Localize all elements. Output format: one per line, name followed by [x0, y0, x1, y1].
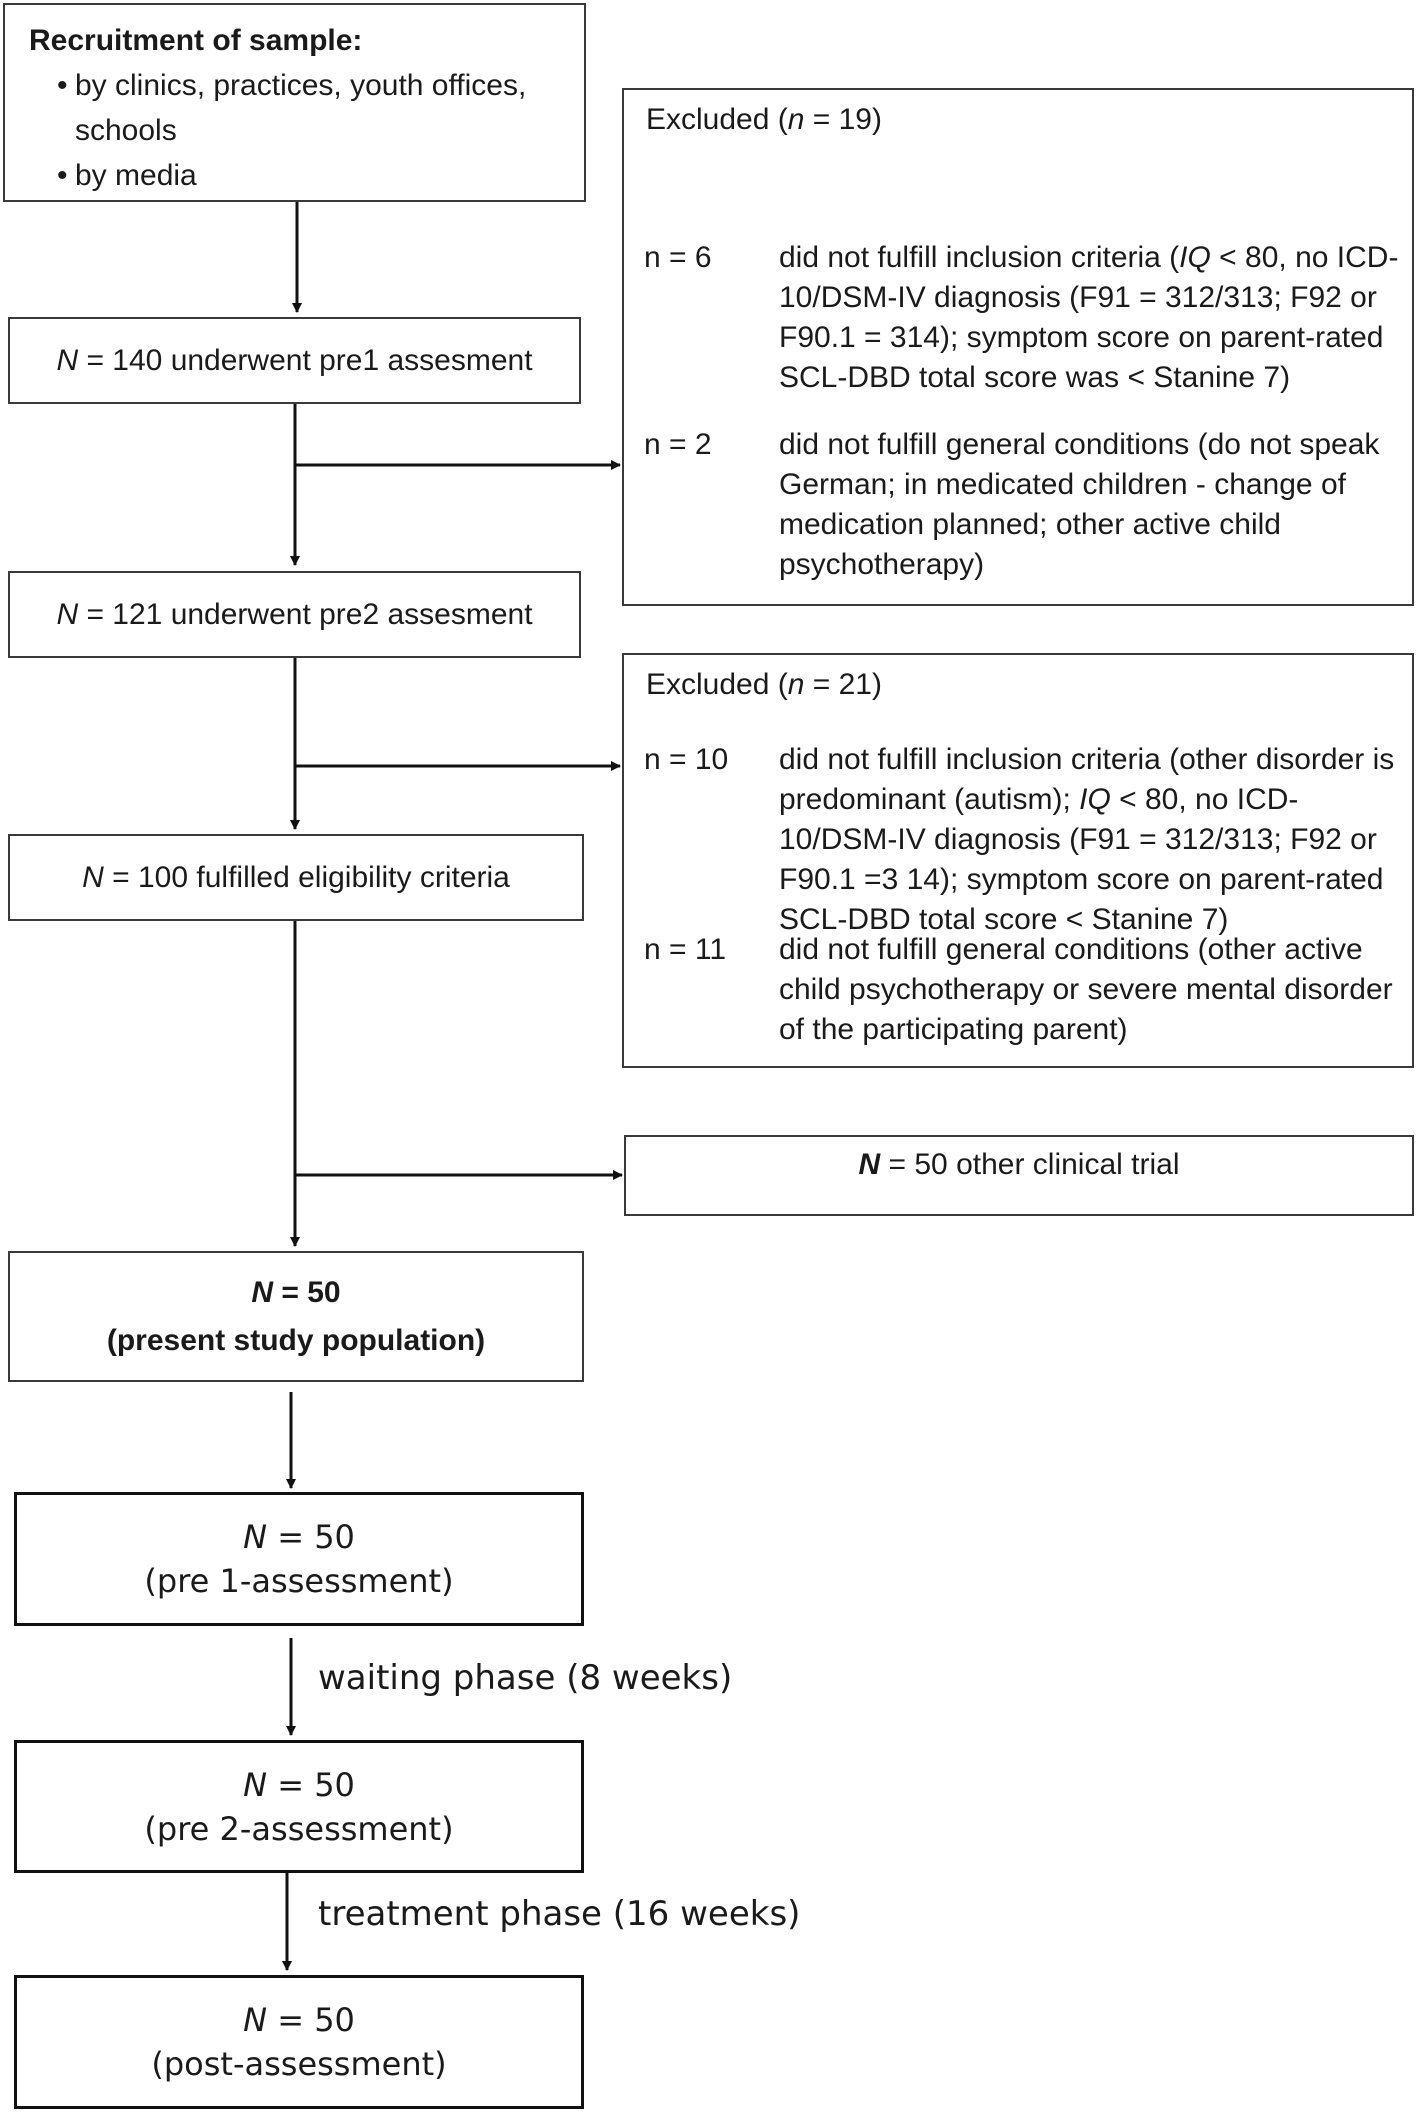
eligibility-box: N = 100 fulfilled eligibility criteria: [8, 834, 584, 921]
recruitment-bullet-2: • by media: [57, 159, 197, 192]
exclusion-box-2: Excluded (n = 21) n = 10 did not fulfill…: [622, 653, 1414, 1068]
pre2-assessment-box: N = 121 underwent pre2 assesment: [8, 571, 581, 658]
exclusion-2-header: Excluded (n = 21): [646, 668, 882, 701]
waiting-phase-label: waiting phase (8 weeks): [318, 1658, 733, 1698]
recruitment-bullet-1: • by clinics, practices, youth offices, …: [57, 69, 527, 147]
exclusion-box-1: Excluded (n = 19) n = 6 did not fulfill …: [622, 88, 1414, 606]
treatment-phase-label: treatment phase (16 weeks): [318, 1894, 801, 1934]
other-clinical-trial-box: N = 50 other clinical trial: [624, 1135, 1414, 1216]
pre1-assessment-box: N = 140 underwent pre1 assesment: [8, 317, 581, 404]
recruitment-title: Recruitment of sample:: [29, 24, 363, 57]
assessment-box-pre1: N = 50 (pre 1-assessment): [14, 1492, 584, 1626]
recruitment-box: Recruitment of sample: • by clinics, pra…: [3, 3, 586, 202]
assessment-box-post: N = 50 (post-assessment): [14, 1975, 584, 2109]
study-population-box: N = 50 (present study population): [8, 1251, 584, 1382]
exclusion-1-header: Excluded (n = 19): [646, 103, 882, 136]
assessment-box-pre2: N = 50 (pre 2-assessment): [14, 1740, 584, 1873]
